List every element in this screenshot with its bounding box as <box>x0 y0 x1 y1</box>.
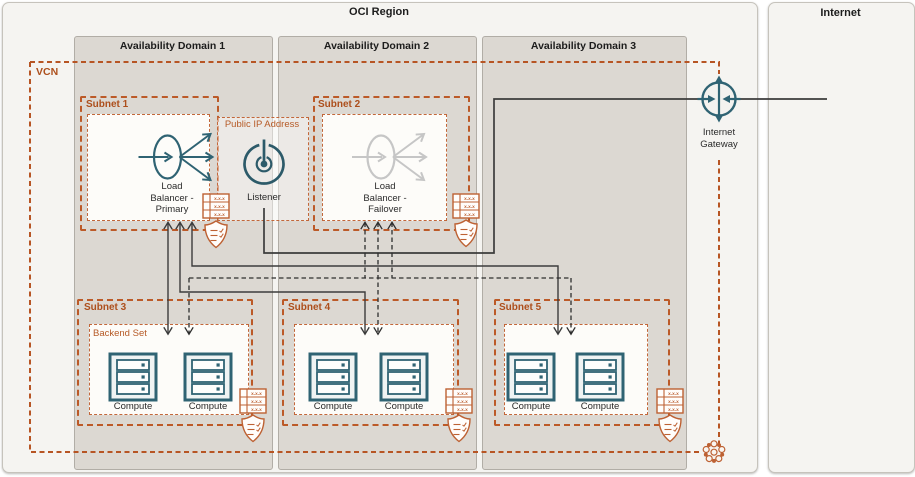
ad3-title: Availability Domain 3 <box>530 40 637 52</box>
internet-gateway-icon <box>697 75 741 123</box>
listener-icon <box>243 139 285 185</box>
compute-label-1: Compute <box>113 401 153 412</box>
internet-panel <box>768 2 915 473</box>
vcn-icon <box>702 440 726 463</box>
subnet-3-label: Subnet 3 <box>84 302 127 313</box>
vcn-label: VCN <box>36 66 59 78</box>
compute-label-6: Compute <box>580 401 620 412</box>
vcn-border <box>29 61 720 453</box>
backend-set-label: Backend Set <box>93 328 147 339</box>
compute-icon-1 <box>108 352 158 402</box>
subnet-5-box <box>494 299 670 426</box>
failover-arrowheads <box>184 221 576 336</box>
public-ip-label: Public IP Address <box>224 119 300 130</box>
compute-label-5: Compute <box>511 401 551 412</box>
public-ip-box <box>217 117 309 221</box>
subnet-1-box <box>80 96 219 231</box>
load-balancer-failover-icon <box>350 129 428 185</box>
security-list-icon-subnet2 <box>454 219 478 248</box>
subnet-2-inner-box <box>322 114 447 221</box>
oci-region-title: OCI Region <box>349 6 409 18</box>
route-table-icon-subnet4 <box>445 388 473 414</box>
subnet-3-box <box>77 299 253 426</box>
listener-to-internet-line <box>263 98 827 254</box>
ad1-title: Availability Domain 1 <box>119 40 226 52</box>
security-list-icon-subnet3 <box>241 414 265 443</box>
compute-icon-4 <box>379 352 429 402</box>
compute-icon-2 <box>183 352 233 402</box>
route-table-icon-subnet2 <box>452 193 480 219</box>
subnet-5-label: Subnet 5 <box>499 302 542 313</box>
compute-icon-5 <box>506 352 556 402</box>
security-list-icon-subnet4 <box>447 414 471 443</box>
load-balancer-failover-label: Load Balancer - Failover <box>363 181 407 216</box>
compute-label-2: Compute <box>188 401 228 412</box>
compute-icon-6 <box>575 352 625 402</box>
ad2-title: Availability Domain 2 <box>323 40 430 52</box>
load-balancer-primary-icon <box>137 129 215 185</box>
security-list-icon-subnet1 <box>204 220 228 249</box>
subnet-1-inner-box <box>87 114 210 221</box>
compute-icon-3 <box>308 352 358 402</box>
internet-title: Internet <box>820 7 861 19</box>
listener-label: Listener <box>247 192 281 203</box>
load-balancer-primary-label: Load Balancer - Primary <box>150 181 194 216</box>
subnet-4-box <box>282 299 459 426</box>
compute-label-3: Compute <box>313 401 353 412</box>
route-table-icon-subnet3 <box>239 388 267 414</box>
subnet-2-label: Subnet 2 <box>318 99 361 110</box>
internet-gateway-label: Internet Gateway <box>700 127 738 150</box>
primary-lb-connections <box>167 222 559 334</box>
route-table-icon-subnet5 <box>656 388 684 414</box>
subnet-4-label: Subnet 4 <box>288 302 331 313</box>
subnet-1-label: Subnet 1 <box>86 99 129 110</box>
primary-arrowheads <box>163 220 563 336</box>
failover-lb-connections <box>188 222 572 334</box>
compute-label-4: Compute <box>384 401 424 412</box>
security-list-icon-subnet5 <box>658 414 682 443</box>
